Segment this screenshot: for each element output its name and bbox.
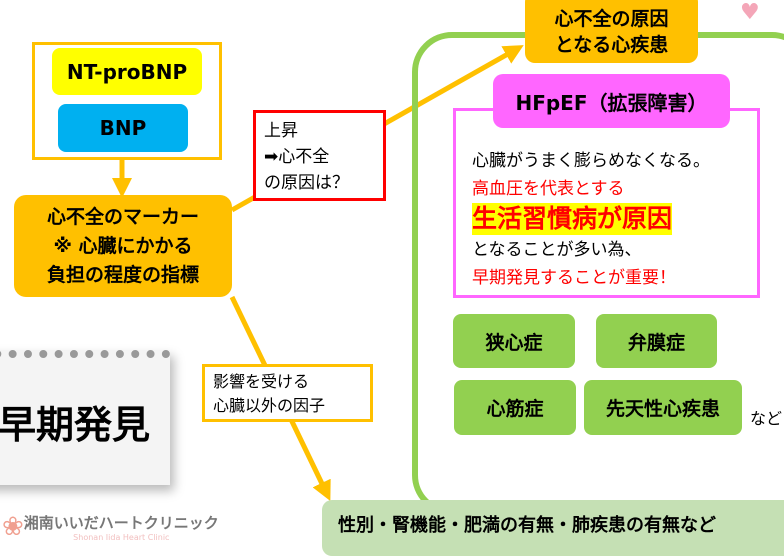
cause-line1: 心不全の原因 — [554, 7, 669, 30]
etc-label: など — [750, 409, 783, 428]
hfpef-line4: となることが多い為、 — [472, 240, 642, 260]
flower-icon: ❀ — [2, 512, 24, 542]
influence-line1: 影響を受ける — [213, 372, 310, 391]
influence-line2: 心臓以外の因子 — [213, 396, 326, 415]
rise-box: 上昇 ➡心不全 の原因は？ — [253, 110, 386, 201]
disease-cardiomyopathy: 心筋症 — [454, 380, 576, 435]
factors-box: 性別・腎機能・肥満の有無・肺疾患の有無など — [322, 500, 784, 556]
logo-sub: Shonan Iida Heart Clinic — [73, 533, 170, 542]
heart-failure-marker-box: 心不全のマーカー ※ 心臓にかかる 負担の程度の指標 — [14, 195, 232, 297]
hfpef-line1: 心臓がうまく膨らめなくなる。 — [472, 151, 710, 171]
cause-box: 心不全の原因 となる心疾患 — [525, 0, 698, 63]
hfpef-title: HFpEF（拡張障害） — [493, 74, 730, 128]
heart-decoration-icon: ♥ — [740, 0, 760, 25]
rise-line1: 上昇 — [264, 121, 298, 141]
disease-valvular: 弁膜症 — [596, 314, 717, 368]
logo-name: 湘南いいだハートクリニック — [23, 514, 219, 532]
calendar-image: 早期発見 — [0, 350, 170, 485]
marker-line3: 負担の程度の指標 — [46, 263, 199, 286]
marker-line2: ※ 心臓にかかる — [53, 234, 193, 257]
influence-box: 影響を受ける 心臓以外の因子 — [202, 364, 373, 422]
disease-angina: 狭心症 — [453, 314, 575, 368]
hfpef-line3: 生活習慣病が原因 — [472, 203, 673, 235]
bnp-box: BNP — [58, 104, 188, 152]
rise-line2: ➡心不全 — [264, 147, 330, 167]
disease-congenital: 先天性心疾患 — [584, 380, 742, 435]
hfpef-line2: 高血圧を代表とする — [472, 179, 625, 199]
nt-probnp-box: NT-proBNP — [52, 48, 202, 95]
cause-line2: となる心疾患 — [554, 33, 669, 56]
hfpef-line5: 早期発見することが重要！ — [472, 268, 676, 288]
marker-line1: 心不全のマーカー — [46, 205, 199, 228]
rise-line3: の原因は？ — [264, 173, 349, 193]
hfpef-box: 心臓がうまく膨らめなくなる。 高血圧を代表とする 生活習慣病が原因 となることが… — [453, 108, 760, 298]
clinic-logo: ❀ 湘南いいだハートクリニック Shonan Iida Heart Clinic — [2, 512, 219, 542]
